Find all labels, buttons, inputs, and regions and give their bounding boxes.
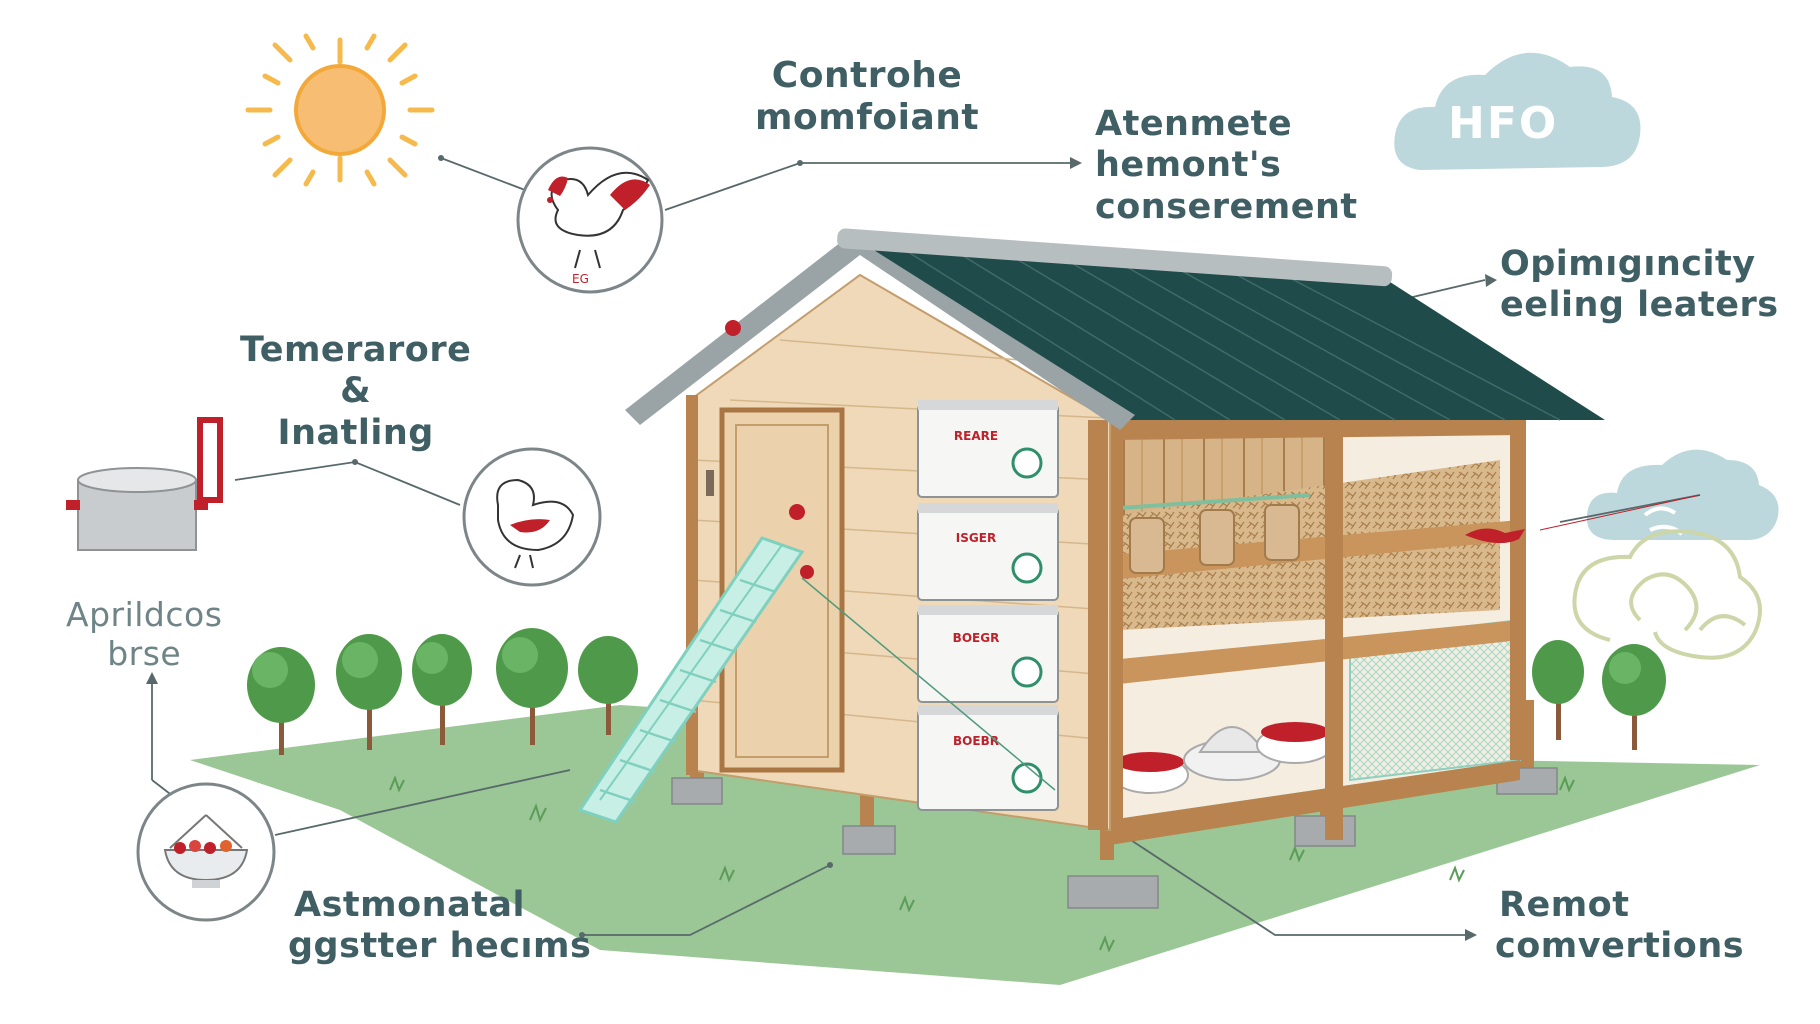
hen-badge-icon xyxy=(462,447,602,587)
arrow-heads xyxy=(146,157,1497,941)
label-atenmete-line2: hemont's xyxy=(1095,145,1282,186)
label-temperature-line1: Temerarore xyxy=(240,330,472,370)
feeder-badge-icon xyxy=(136,782,276,922)
label-astmonatal: Astmonatal ggstter hecıms xyxy=(288,885,591,968)
label-opimigncity-line1: Opimıgıncity xyxy=(1500,244,1756,284)
rooster-badge-icon: EG xyxy=(516,146,664,294)
label-remot-line2: comvertions xyxy=(1495,926,1745,967)
tree-row xyxy=(247,628,1666,755)
wind-swirl-icon xyxy=(1572,529,1762,660)
label-astmonatal-line2: ggstter hecıms xyxy=(288,926,592,967)
label-aprildcos-line2: brse xyxy=(107,633,182,673)
label-aprildcos: Aprildcos brse xyxy=(66,595,223,674)
nest-box-label-3: BOEGR xyxy=(953,631,1000,645)
label-aprildcos-line1: Aprildcos xyxy=(66,595,223,634)
label-remot-line1: Remot xyxy=(1499,885,1630,925)
weather-cloud-icon xyxy=(1586,449,1779,541)
roof xyxy=(850,245,1605,420)
nest-box-label-2: ISGER xyxy=(956,531,996,545)
cloud-icon xyxy=(1394,52,1641,170)
egg-tag: EG xyxy=(572,272,589,286)
grass-tufts xyxy=(389,775,1575,953)
coop-house: REARE ISGER BOEGR BOEBR xyxy=(577,228,1701,909)
chicken-ramp xyxy=(577,536,805,824)
nest-box-label-1: REARE xyxy=(954,429,998,443)
label-astmonatal-line1: Astmonatal xyxy=(294,885,526,925)
water-pot-icon xyxy=(66,417,223,551)
label-control-line2: momfoiant xyxy=(755,97,980,139)
label-control-line1: Controhe xyxy=(771,55,963,96)
nest-box-label-4: BOEBR xyxy=(953,734,999,748)
label-temperature-line2: & xyxy=(340,371,372,412)
label-temperature-line3: Inatling xyxy=(277,412,434,453)
label-atenmete: Atenmete hemont's conserement xyxy=(1095,104,1358,228)
label-remot: Remot comvertions xyxy=(1495,885,1744,968)
sun-icon xyxy=(245,33,435,187)
nest-boxes: REARE ISGER BOEGR BOEBR xyxy=(917,400,1059,811)
label-opimigncity-line2: eeling leaters xyxy=(1500,285,1779,326)
label-control: Controhe momfoiant xyxy=(755,55,979,140)
label-atenmete-line3: conserement xyxy=(1095,186,1358,227)
cloud-badge-text: HFO xyxy=(1448,98,1559,149)
label-opimigncity: Opimıgıncity eeling leaters xyxy=(1500,244,1779,327)
label-atenmete-line1: Atenmete xyxy=(1095,104,1293,144)
label-temperature: Temerarore & Inatling xyxy=(240,330,471,454)
